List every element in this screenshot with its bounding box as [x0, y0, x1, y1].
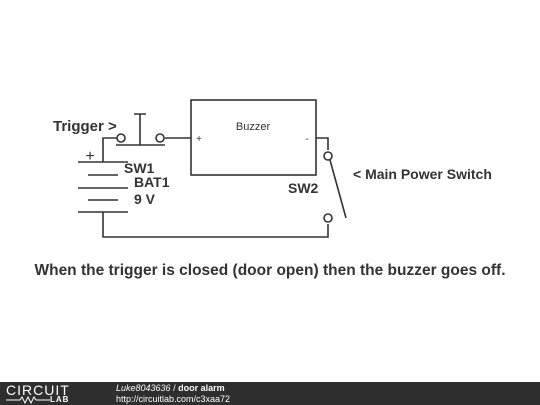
caption: When the trigger is closed (door open) t… [34, 262, 506, 279]
wire-sw2-to-return [102, 212, 329, 238]
buzzer-plus-label: + [196, 134, 202, 145]
sw1-terminal-right [155, 133, 165, 143]
battery-cells [78, 161, 128, 213]
footer-bar: CIRCUIT LAB Luke8043636 / door alarm htt… [0, 382, 540, 405]
credit-block: Luke8043636 / door alarm http://circuitl… [116, 383, 230, 404]
buzzer-label: Buzzer [236, 121, 271, 133]
circuitlab-logo[interactable]: CIRCUIT LAB [6, 383, 98, 405]
sw1-terminal-left [116, 133, 126, 143]
sw2-terminal-bottom [323, 213, 333, 223]
credit-line: Luke8043636 / door alarm [116, 383, 230, 394]
buzzer-box [190, 99, 317, 176]
sw2-terminal-top [323, 151, 333, 161]
logo-text-bottom: LAB [50, 395, 70, 404]
circuit-schematic: Buzzer + - Trigger > SW1 BAT1 9 V + SW2 … [53, 99, 492, 238]
sw2-lever [329, 159, 347, 219]
sw2-label: SW2 [288, 180, 319, 196]
wire-buzzer-to-sw2 [316, 137, 329, 150]
battery-plus-label: + [85, 148, 94, 165]
battery-value: 9 V [134, 191, 156, 207]
trigger-label: Trigger > [53, 118, 117, 135]
credit-separator: / [170, 383, 179, 393]
sw1-label: SW1 [124, 160, 155, 176]
author-name[interactable]: Luke8043636 [116, 383, 171, 393]
sw1-plunger [116, 113, 165, 146]
buzzer-minus-label: - [305, 134, 308, 145]
logo-text-top: CIRCUIT [6, 382, 70, 398]
main-power-switch-label: < Main Power Switch [353, 166, 492, 182]
circuit-url[interactable]: http://circuitlab.com/c3xaa72 [116, 393, 231, 404]
battery-label: BAT1 [134, 174, 170, 190]
wire-battery-to-sw1 [102, 137, 117, 162]
resistor-wave-icon [6, 396, 50, 404]
circuit-title[interactable]: door alarm [178, 383, 225, 393]
